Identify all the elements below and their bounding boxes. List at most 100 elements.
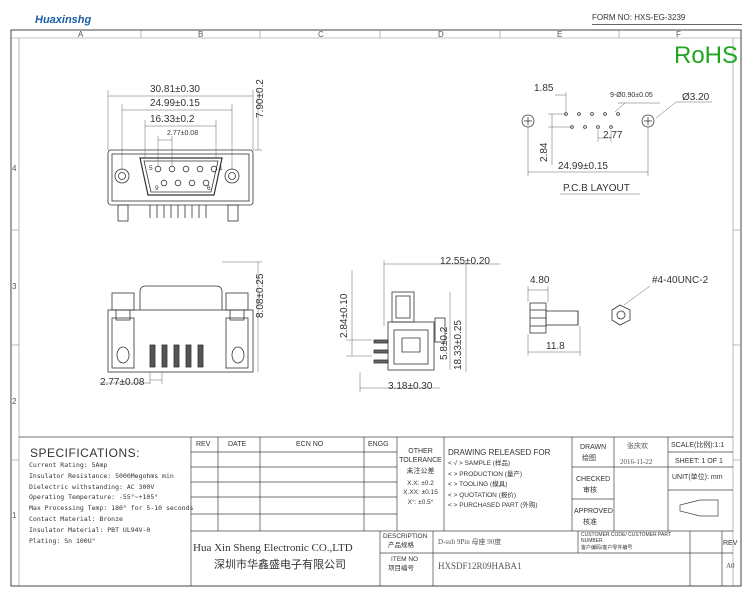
rev-label: REV <box>723 540 738 547</box>
spec-line: Insulator Material: PBT UL94V-0 <box>29 525 151 534</box>
pin-label-5: 5 <box>149 165 153 172</box>
drawn-by: 张庆欢 <box>627 442 648 450</box>
screw-thread: #4-40UNC-2 <box>652 275 709 286</box>
drawn-label: DRAWN <box>580 444 607 451</box>
customer-code-label-cn: 客户编码/客户零件编号 <box>581 544 633 551</box>
side-view <box>373 291 446 371</box>
dim-pcb-mount-spacing: 24.99±0.15 <box>558 161 608 172</box>
dim-pcb-row-spacing: 2.84 <box>539 142 550 162</box>
side-view-dims <box>346 260 500 392</box>
ecn-header: ECN NO <box>296 441 324 448</box>
release-option-quotation: < > QUOTATION (报价) <box>448 491 517 499</box>
company-name-en: Hua Xin Sheng Electronic CO.,LTD <box>193 542 353 554</box>
description-label-cn: 产品规格 <box>388 542 414 549</box>
dim-pcb-mount-hole: Ø3.20 <box>682 92 710 103</box>
specifications-title: SPECIFICATIONS: <box>30 446 140 460</box>
pin-label-1: 1 <box>219 165 223 172</box>
item-no-value: HXSDF12R09HABA1 <box>438 561 522 571</box>
dim-side-bottom: 3.18±0.30 <box>388 381 433 392</box>
pcb-layout <box>521 112 655 129</box>
rev-header: REV <box>196 441 211 448</box>
pin-label-9: 9 <box>155 185 159 192</box>
unit-text: UNIT(单位): mm <box>672 474 723 481</box>
row-label-4: 4 <box>12 164 17 173</box>
top-view-dims <box>100 261 262 384</box>
drawn-label-cn: 绘图 <box>582 455 596 462</box>
description-value: D-sub 9Pin 母座 90度 <box>438 538 502 546</box>
engg-header: ENGG <box>368 441 389 448</box>
description-label: DESCRIPTION <box>383 533 428 540</box>
column-label-a: A <box>78 30 84 39</box>
date-header: DATE <box>228 441 247 448</box>
dim-overall-width: 30.81±0.30 <box>150 84 200 95</box>
dim-pin-pitch: 2.77±0.08 <box>167 130 199 137</box>
dim-top-height: 8.08±0.25 <box>255 273 266 318</box>
pcb-layout-title: P.C.B LAYOUT <box>563 183 630 194</box>
column-label-e: E <box>557 30 563 39</box>
item-no-label-cn: 项目编号 <box>388 565 414 572</box>
sheet-text: SHEET: 1 OF 1 <box>675 458 723 465</box>
dim-mount-spacing: 24.99±0.15 <box>150 98 200 109</box>
dim-screw-head: 4.80 <box>530 275 550 286</box>
checked-label-cn: 审核 <box>583 487 597 494</box>
drawing-release-title: DRAWING RELEASED FOR <box>448 448 551 457</box>
pin-label-6: 6 <box>207 185 211 192</box>
release-option-production: < > PRODUCTION (量产) <box>448 470 523 478</box>
column-label-d: D <box>438 30 444 39</box>
column-label-f: F <box>676 30 681 39</box>
item-no-label: ITEM NO <box>391 556 419 563</box>
screw-dims <box>527 285 651 356</box>
tolerance-title-cn: 未注公差 <box>406 467 435 475</box>
row-label-1: 1 <box>12 511 17 520</box>
rohs-mark: RoHS <box>674 42 739 69</box>
scale-text: SCALE(比例):1:1 <box>671 442 725 449</box>
screw-drawing <box>529 302 631 334</box>
release-option-tooling: < > TOOLING (模具) <box>448 481 508 488</box>
top-view <box>107 285 254 373</box>
dim-screw-length: 11.8 <box>546 341 565 352</box>
spec-line: Current Rating: 5Amp <box>29 461 108 469</box>
dim-side-depth: 12.55±0.20 <box>440 256 490 267</box>
dim-pcb-pitch: 2.77 <box>603 130 623 141</box>
front-view-dims <box>107 90 262 170</box>
dim-pcb-hole: 9-Ø0.90±0.05 <box>610 92 653 99</box>
tolerance-line: X°: ±0.5° <box>407 498 434 506</box>
checked-label: CHECKED <box>576 476 611 483</box>
spec-line: Plating: Sn 100U" <box>29 536 96 545</box>
rev-value: A0 <box>726 562 735 570</box>
form-number-underline <box>592 24 742 25</box>
company-name-cn: 深圳市华鑫盛电子有限公司 <box>214 559 346 571</box>
spec-line: Insulator Resistance: 5000Megohms min <box>29 471 174 480</box>
release-option-sample: < √ > SAMPLE (样品) <box>448 460 511 467</box>
row-label-3: 3 <box>12 282 17 291</box>
spec-line: Operating Temperature: -55°~+105° <box>29 493 159 502</box>
drawn-date: 2016-11-22 <box>620 458 653 466</box>
company-logo: Huaxinshg <box>35 14 92 26</box>
dim-pcb-pin-offset: 1.85 <box>534 83 554 94</box>
specifications-list: Current Rating: 5Amp Insulator Resistanc… <box>29 461 194 548</box>
customer-code-label: CUSTOMER CODE/ CUSTOMER PART NUMBER 客户编码… <box>581 532 691 551</box>
dim-shell-width: 16.33±0.2 <box>150 114 195 125</box>
drawing-border <box>10 29 742 587</box>
customer-code-label-en: CUSTOMER CODE/ CUSTOMER PART NUMBER <box>581 532 671 544</box>
release-option-purchased: < > PURCHASED PART (外购) <box>448 502 538 509</box>
column-label-b: B <box>198 30 204 39</box>
tolerance-title: OTHER TOLERANCE <box>399 448 442 464</box>
dim-side-total: 18.33±0.25 <box>453 320 464 370</box>
dim-side-pin: 5.8±0.2 <box>439 326 450 360</box>
spec-line: Contact Material: Bronze <box>29 514 123 523</box>
spec-line: Dielectric withstanding: AC 300V <box>29 482 155 491</box>
spec-line: Max Processing Temp: 180° for 5-10 secon… <box>29 504 194 513</box>
tolerance-line: X.X: ±0.2 <box>407 479 434 487</box>
dim-top-pitch: 2.77±0.08 <box>100 377 145 388</box>
title-block-grid <box>19 436 733 586</box>
drawing-release-list: < √ > SAMPLE (样品) < > PRODUCTION (量产) < … <box>448 460 538 514</box>
tolerance-block: OTHER TOLERANCE 未注公差 X.X: ±0.2 X.XX: ±0.… <box>397 448 444 506</box>
form-number: FORM NO: HXS-EG-3239 <box>592 13 686 22</box>
approved-label: APPROVED <box>574 508 613 515</box>
dim-side-pin-row: 2.84±0.10 <box>339 293 350 338</box>
dim-front-height: 7.90±0.2 <box>255 79 266 118</box>
column-label-c: C <box>318 30 324 39</box>
row-label-2: 2 <box>12 397 17 406</box>
